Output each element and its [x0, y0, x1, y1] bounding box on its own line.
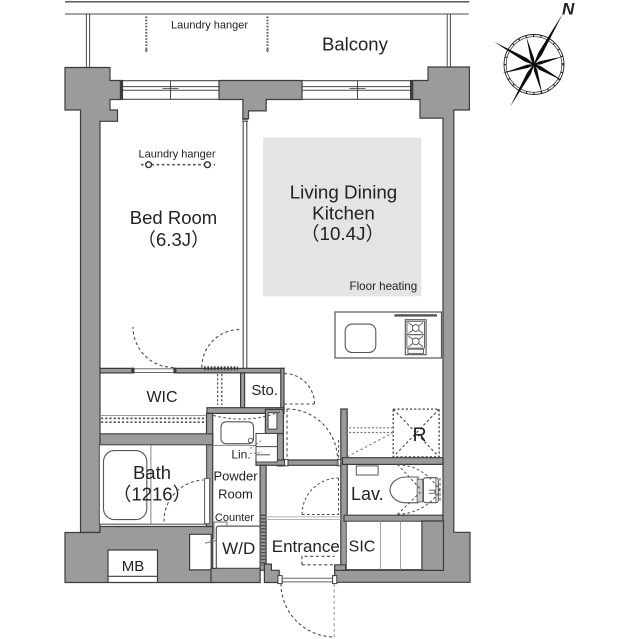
svg-text:SIC: SIC [349, 539, 376, 556]
svg-text:Bed Room: Bed Room [130, 207, 217, 228]
svg-text:Lin.: Lin. [231, 448, 250, 462]
svg-text:（10.4J）: （10.4J） [301, 223, 385, 244]
svg-text:Sto.: Sto. [251, 382, 278, 399]
svg-text:WIC: WIC [146, 389, 177, 406]
svg-text:Floor heating: Floor heating [350, 280, 418, 293]
svg-text:Laundry hanger: Laundry hanger [171, 20, 248, 32]
svg-text:W/D: W/D [222, 539, 255, 558]
svg-text:Bath: Bath [133, 462, 171, 483]
svg-text:MB: MB [122, 558, 145, 575]
svg-text:Living Dining: Living Dining [290, 181, 398, 202]
svg-text:Room: Room [218, 487, 253, 502]
svg-text:N: N [562, 0, 575, 19]
svg-text:Counter: Counter [215, 512, 254, 524]
svg-text:R: R [413, 424, 427, 446]
svg-text:（6.3J）: （6.3J） [138, 229, 210, 250]
svg-text:（1216）: （1216） [113, 484, 191, 505]
svg-text:Laundry hanger: Laundry hanger [138, 149, 215, 161]
svg-text:Balcony: Balcony [322, 34, 389, 55]
svg-text:Lav.: Lav. [351, 484, 384, 504]
svg-text:Powder: Powder [213, 469, 258, 484]
svg-text:Entrance: Entrance [272, 537, 340, 556]
svg-text:Kitchen: Kitchen [312, 202, 375, 223]
